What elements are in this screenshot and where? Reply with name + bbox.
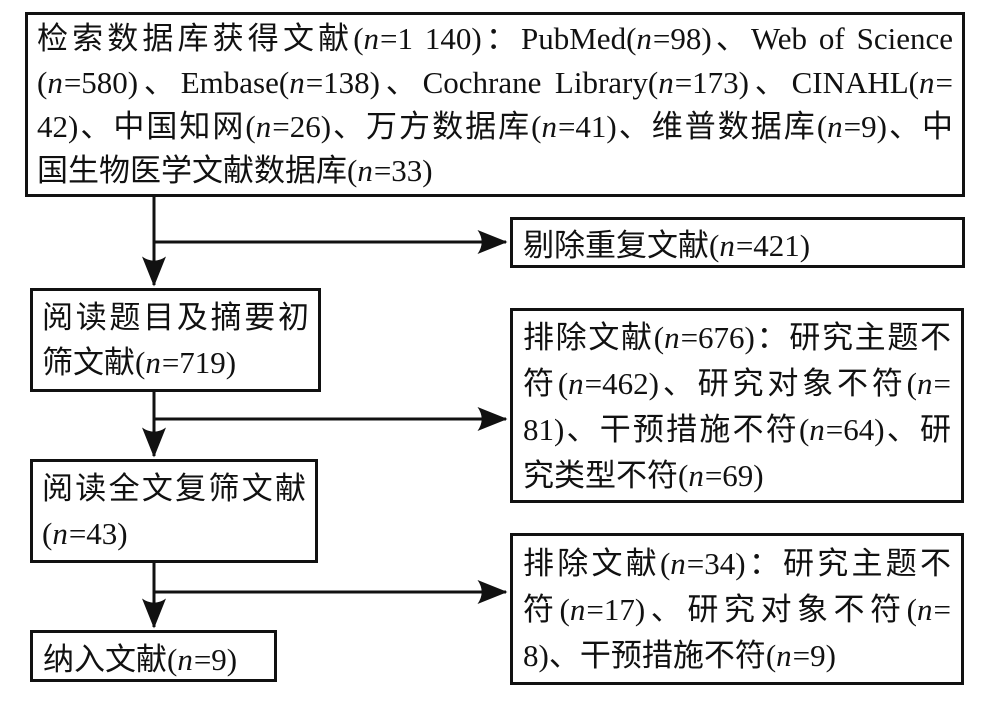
box-text-line: 筛文献(n=719): [42, 345, 237, 380]
box-text-line: 42)、中国知网(n=26)、万方数据库(n=41)、维普数据库(n=9)、中: [37, 109, 953, 144]
box-text-line: 符(n=462)、研究对象不符(n=: [523, 366, 951, 401]
box-text-line: (n=580)、Embase(n=138)、Cochrane Library(n…: [37, 65, 953, 100]
box-text-line: 剔除重复文献(n=421): [523, 228, 811, 263]
box-text-line: (n=43): [42, 516, 128, 551]
box-text-line: 检索数据库获得文献(n=1 140)：PubMed(n=98)、Web of S…: [37, 21, 953, 56]
box-included-studies: 纳入文献(n=9): [30, 630, 277, 682]
box-text-line: 究类型不符(n=69): [523, 458, 764, 493]
box-duplicates-removed: 剔除重复文献(n=421): [510, 217, 965, 268]
box-excluded-after-screening: 排除文献(n=676)：研究主题不 符(n=462)、研究对象不符(n= 81)…: [510, 308, 964, 503]
box-fulltext-screening: 阅读全文复筛文献 (n=43): [30, 459, 318, 563]
box-excluded-after-fulltext: 排除文献(n=34)：研究主题不 符(n=17)、研究对象不符(n= 8)、干预…: [510, 533, 964, 685]
box-text-line: 阅读题目及摘要初: [42, 300, 309, 335]
box-title-abstract-screening: 阅读题目及摘要初 筛文献(n=719): [30, 288, 321, 392]
box-text-line: 排除文献(n=676)：研究主题不: [523, 320, 951, 355]
box-text-line: 国生物医学文献数据库(n=33): [37, 153, 433, 188]
box-text-line: 8)、干预措施不符(n=9): [523, 638, 836, 673]
box-text-line: 纳入文献(n=9): [43, 641, 238, 677]
box-text-line: 符(n=17)、研究对象不符(n=: [523, 592, 951, 627]
box-database-search: 检索数据库获得文献(n=1 140)：PubMed(n=98)、Web of S…: [25, 12, 965, 197]
box-text-line: 排除文献(n=34)：研究主题不: [523, 546, 951, 581]
box-text-line: 81)、干预措施不符(n=64)、研: [523, 412, 951, 447]
box-text-line: 阅读全文复筛文献: [42, 471, 306, 506]
